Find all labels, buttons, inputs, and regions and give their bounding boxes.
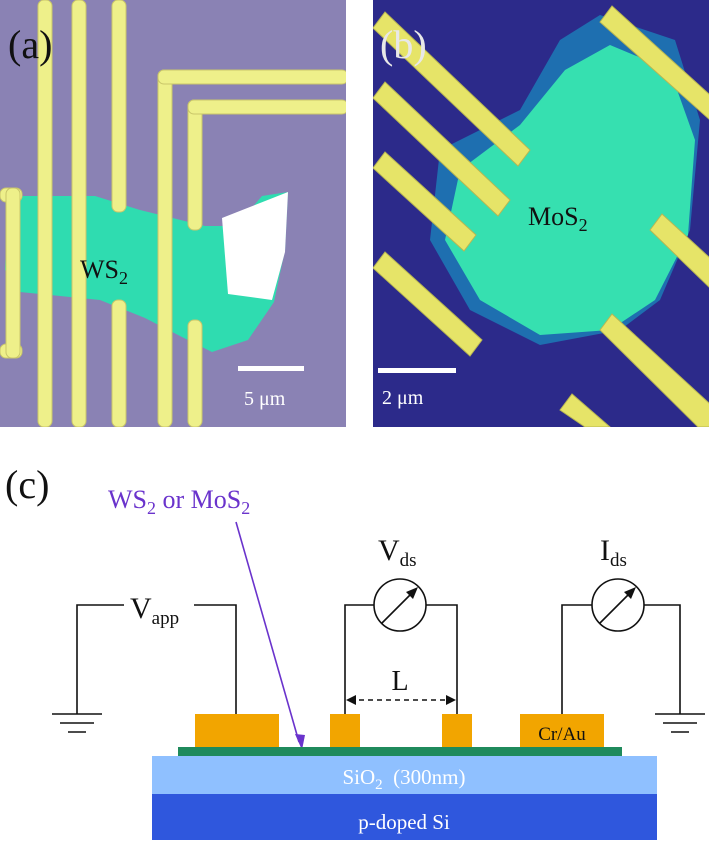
vds-label: Vds	[378, 534, 417, 571]
contact-left	[195, 714, 279, 747]
flake-pointer-arrowhead	[295, 734, 305, 750]
panel-a-label: (a)	[8, 22, 52, 67]
flake-pointer-arrow	[235, 521, 300, 743]
panel-b-micrograph: (b) MoS2 2 μm	[373, 0, 709, 427]
ws2-bulk-region	[222, 192, 288, 300]
panel-c-schematic: (c) WS2 or MoS2 p-doped Si SiO2 (300nm) …	[5, 462, 705, 840]
panel-a-scale-bar	[238, 366, 304, 371]
flake-material-label: WS2 or MoS2	[108, 485, 250, 518]
vds-circuit	[344, 604, 458, 714]
flake-layer	[178, 747, 622, 756]
panel-b-scale-bar	[378, 368, 456, 373]
ids-circuit	[561, 604, 681, 714]
vapp-label: Vapp	[130, 592, 179, 629]
contact-material-label: Cr/Au	[538, 724, 586, 745]
substrate-label: p-doped Si	[358, 810, 450, 834]
contact-right	[520, 714, 604, 747]
vapp-circuit	[76, 604, 237, 714]
contact-inner-right	[442, 714, 472, 747]
contact-inner-left	[330, 714, 360, 747]
panel-a-material-label: WS2	[80, 255, 128, 288]
voltmeter-needle	[381, 590, 415, 624]
ground-right	[655, 713, 705, 733]
panel-b-electrodes	[373, 5, 709, 427]
ids-label: Ids	[600, 534, 627, 571]
ammeter-needle-head	[624, 587, 636, 599]
panel-b-material-label: MoS2	[528, 202, 588, 235]
length-arrow-right	[446, 695, 456, 705]
p-doped-si-layer	[152, 794, 657, 840]
channel-length-label: L	[391, 666, 408, 697]
sio2-layer	[152, 756, 657, 794]
panel-b-scale-text: 2 μm	[382, 387, 424, 409]
ammeter-needle	[599, 590, 633, 624]
length-arrow-left	[346, 695, 356, 705]
ground-left	[52, 713, 102, 733]
oxide-label: SiO2 (300nm)	[342, 765, 465, 793]
mos2-flake	[445, 45, 695, 335]
panel-a-scale-text: 5 μm	[244, 388, 286, 410]
panel-a-electrodes	[0, 0, 346, 427]
panel-a-micrograph: (a) WS2 5 μm	[0, 0, 346, 427]
panel-b-label: (b)	[380, 22, 427, 67]
panel-c-label: (c)	[5, 462, 49, 507]
voltmeter-needle-head	[406, 587, 418, 599]
